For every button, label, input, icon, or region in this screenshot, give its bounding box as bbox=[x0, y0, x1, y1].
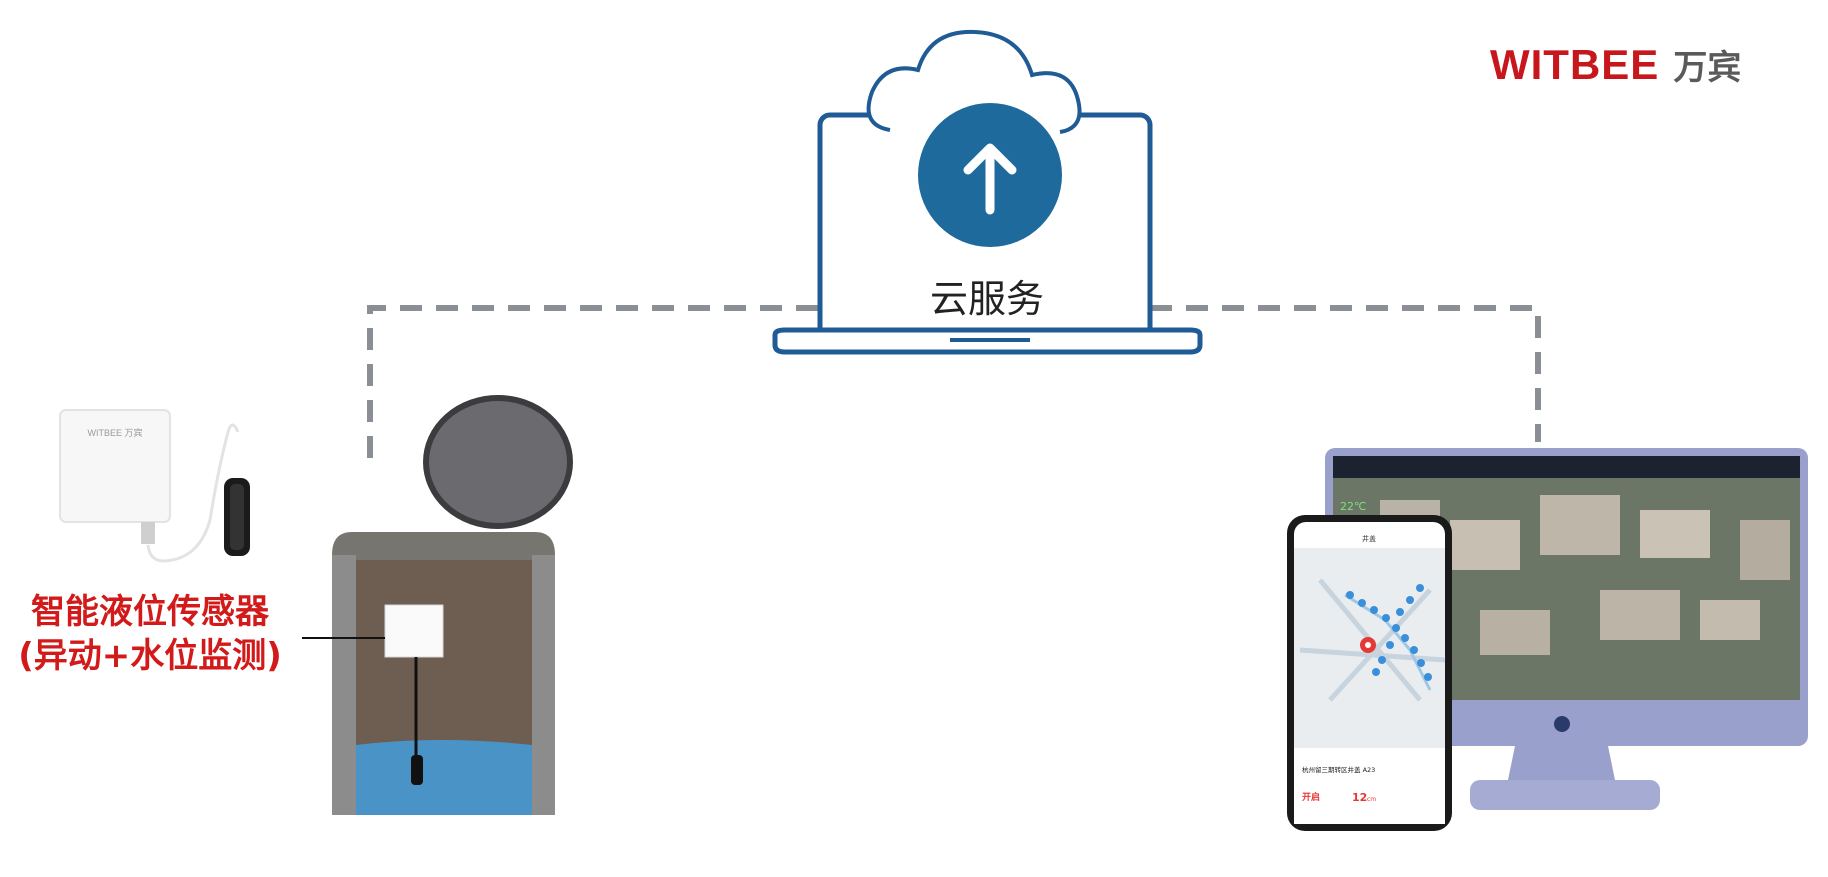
cloud-upload-icon bbox=[866, 29, 1082, 247]
connection-lines bbox=[367, 305, 1541, 458]
manhole-icon bbox=[332, 395, 573, 815]
sensor-in-well-icon bbox=[384, 604, 444, 785]
phone-status-value: 开启 bbox=[1302, 791, 1320, 803]
map-pin-icon bbox=[1360, 637, 1376, 653]
phone-icon bbox=[1287, 515, 1452, 831]
brand-name-en: WITBEE bbox=[1490, 41, 1660, 88]
sensor-icon: WITBEE 万宾 bbox=[59, 409, 250, 563]
phone-place-name: 杭州留三期转区井盖 A23 bbox=[1302, 765, 1375, 774]
sensor-device-brand: WITBEE 万宾 bbox=[87, 427, 142, 438]
phone-header-title: 井盖 bbox=[1362, 534, 1376, 543]
phone-level-value: 12 bbox=[1352, 791, 1367, 804]
connection-line-right bbox=[1150, 305, 1541, 442]
connection-line-left bbox=[367, 305, 820, 458]
phone-level-unit: cm bbox=[1367, 796, 1376, 803]
sensor-label-line1: 智能液位传感器 bbox=[31, 592, 269, 632]
cloud-service-label: 云服务 bbox=[930, 277, 1045, 321]
brand-name-cn: 万宾 bbox=[1673, 48, 1742, 88]
sensor-label: 智能液位传感器 (异动+水位监测) bbox=[10, 590, 290, 678]
monitor-temperature: 22℃ bbox=[1340, 500, 1366, 513]
brand-logo: WITBEE 万宾 bbox=[1490, 40, 1741, 88]
sensor-label-line2: (异动+水位监测) bbox=[18, 636, 282, 676]
